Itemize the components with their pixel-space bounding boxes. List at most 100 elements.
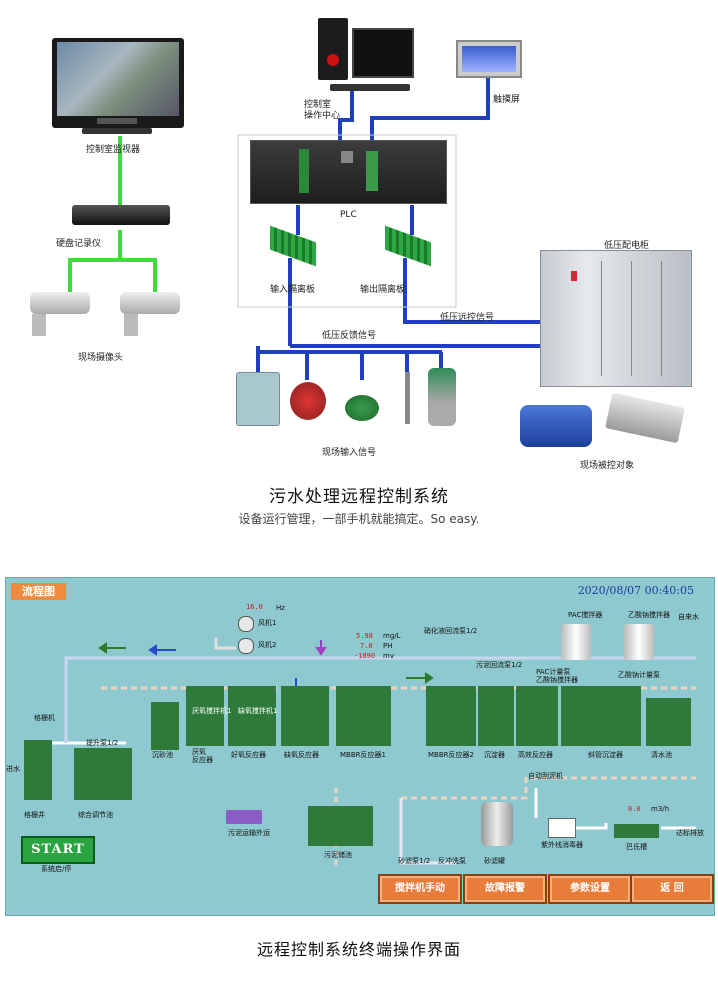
- camera-mount: [32, 314, 46, 336]
- inclined-tank: [561, 686, 641, 746]
- sludge-return-label: 污泥回流泵1/2: [476, 661, 523, 669]
- monitor-stand: [82, 128, 152, 134]
- control-box-icon: [236, 372, 280, 426]
- clear-water-tank: [646, 698, 691, 746]
- fan1-label: 风机1: [258, 619, 277, 627]
- grille-label: 格栅机: [34, 714, 55, 722]
- lv-cabinet-label: 低压配电柜: [604, 241, 650, 251]
- sand-pump-label: 砂滤泵1/2: [398, 857, 431, 865]
- lv-remote-label: 低压远控信号: [440, 313, 495, 323]
- anoxic-tank-label: 缺氧反应器: [284, 751, 319, 759]
- camera-mount: [124, 314, 138, 336]
- pasteur-tank: [614, 824, 659, 838]
- anoxic-tank: [281, 686, 329, 746]
- fan-icon[interactable]: [238, 638, 254, 654]
- keyboard-icon: [330, 84, 410, 91]
- ph-unit: PH: [383, 642, 393, 650]
- connection-lines: [68, 78, 540, 380]
- sludge-pool-tank: [308, 806, 373, 846]
- dvr-icon: [72, 205, 170, 225]
- clear-water-label: 清水池: [651, 751, 672, 759]
- parameter-settings-button[interactable]: 参数设置: [548, 874, 632, 904]
- level-switch-icon: [345, 395, 379, 421]
- mixer-manual-button[interactable]: 搅拌机手动: [378, 874, 462, 904]
- efficient-tank: [516, 686, 558, 746]
- output-board-label: 输出隔离板: [360, 285, 406, 295]
- thermometer-icon: [405, 372, 410, 424]
- diagram-title: 污水处理远程控制系统: [269, 487, 449, 507]
- anaerobic-tank-label: 厌氧 反应器: [192, 748, 213, 764]
- diagram-subtitle: 设备运行管理，一部手机就能搞定。So easy.: [238, 512, 480, 526]
- do-unit: mg/L: [383, 632, 401, 640]
- back-button[interactable]: 返 回: [630, 874, 714, 904]
- inclined-label: 斜管沉淀器: [588, 751, 623, 759]
- system-stop-label: 系统启/停: [41, 865, 72, 873]
- hmi-screen: 流程图 2020/08/07 00:40:05: [5, 577, 715, 916]
- switch-icon: [290, 382, 326, 420]
- pam-tank-icon: [624, 624, 654, 660]
- aerobic-tank-label: 好氧反应器: [231, 751, 266, 759]
- computer-monitor-icon: [352, 28, 414, 78]
- mud-scraper-label: 自动刮泥机: [528, 772, 563, 780]
- nitrification-pump-label: 硝化液回流泵1/2: [424, 627, 478, 635]
- orp-value: -1890: [354, 652, 376, 660]
- aerobic-tank: [228, 686, 276, 746]
- control-room-label: 控制室 操作中心: [304, 100, 341, 121]
- plc-label: PLC: [340, 210, 357, 220]
- start-button[interactable]: START: [21, 836, 95, 864]
- monitor-label: 控制室监视器: [86, 145, 141, 155]
- outflow-label: 达标排放: [676, 829, 704, 837]
- pasteur-label: 巴氏槽: [626, 843, 647, 851]
- flow-unit: m3/h: [651, 805, 670, 813]
- do-value: 5.98: [356, 632, 373, 640]
- sand-filter-label: 砂滤罐: [484, 857, 505, 865]
- efficient-label: 高效反应器: [518, 751, 553, 759]
- flowmeter-icon: [428, 368, 456, 426]
- fault-alarm-button[interactable]: 故障报警: [463, 874, 547, 904]
- datetime-display: 2020/08/07 00:40:05: [577, 584, 694, 597]
- touchscreen-icon: [456, 40, 522, 78]
- field-input-label: 现场输入信号: [322, 448, 377, 458]
- freq-unit: Hz: [276, 604, 285, 612]
- field-objects-label: 现场被控对象: [580, 461, 635, 471]
- camera-icon: [30, 292, 90, 314]
- settling-tank: [478, 686, 514, 746]
- flowchart-tab[interactable]: 流程图: [11, 583, 66, 600]
- anaerobic-tank: [186, 686, 224, 746]
- plc-icon: [250, 140, 447, 204]
- uv-sterilizer-icon: [548, 818, 576, 838]
- camera-icon: [120, 292, 180, 314]
- backwash-label: 反冲洗泵: [438, 857, 466, 865]
- fan-icon[interactable]: [238, 616, 254, 632]
- lift-pump-label: 提升泵1/2: [86, 739, 119, 747]
- freq-value: 16.0: [246, 603, 263, 611]
- anaerobic-stir-label: 厌氧搅拌机1: [192, 707, 232, 715]
- sedimentation-label: 沉砂池: [152, 751, 173, 759]
- lv-feedback-label: 低压反馈信号: [322, 331, 377, 341]
- mbbr2-label: MBBR反应器2: [428, 751, 474, 759]
- sand-filter-icon: [481, 802, 513, 846]
- mbbr2-tank: [426, 686, 476, 746]
- settling-label: 沉淀器: [484, 751, 505, 759]
- inlet-label: 进水: [6, 765, 20, 773]
- pac-tank-icon: [561, 624, 591, 660]
- orp-unit: mv: [383, 652, 394, 660]
- pam-mixer-label: 乙酸钠搅拌器: [628, 611, 670, 619]
- pam-pump-label: 乙酸钠计量泵: [618, 671, 660, 679]
- dvr-label: 硬盘记录仪: [56, 239, 102, 249]
- ph-value: 7.0: [360, 642, 373, 650]
- truck-icon: [226, 810, 262, 824]
- motor-icon: [520, 405, 592, 447]
- cameras-label: 现场摄像头: [78, 353, 124, 363]
- equalization-label: 综合调节池: [78, 811, 113, 819]
- computer-tower-icon: [318, 18, 348, 80]
- pac-mixer-label: PAC搅拌器: [568, 611, 603, 619]
- lv-cabinet-icon: [540, 250, 692, 387]
- mbbr1-tank: [336, 686, 391, 746]
- equalization-tank: [74, 748, 132, 800]
- anoxic-stir-label: 缺氧搅拌机1: [238, 707, 278, 715]
- screen-well-tank: [24, 740, 52, 800]
- sedimentation-tank: [151, 702, 179, 750]
- bottom-title: 远程控制系统终端操作界面: [256, 940, 461, 959]
- screen-well-label: 格栅井: [24, 811, 45, 819]
